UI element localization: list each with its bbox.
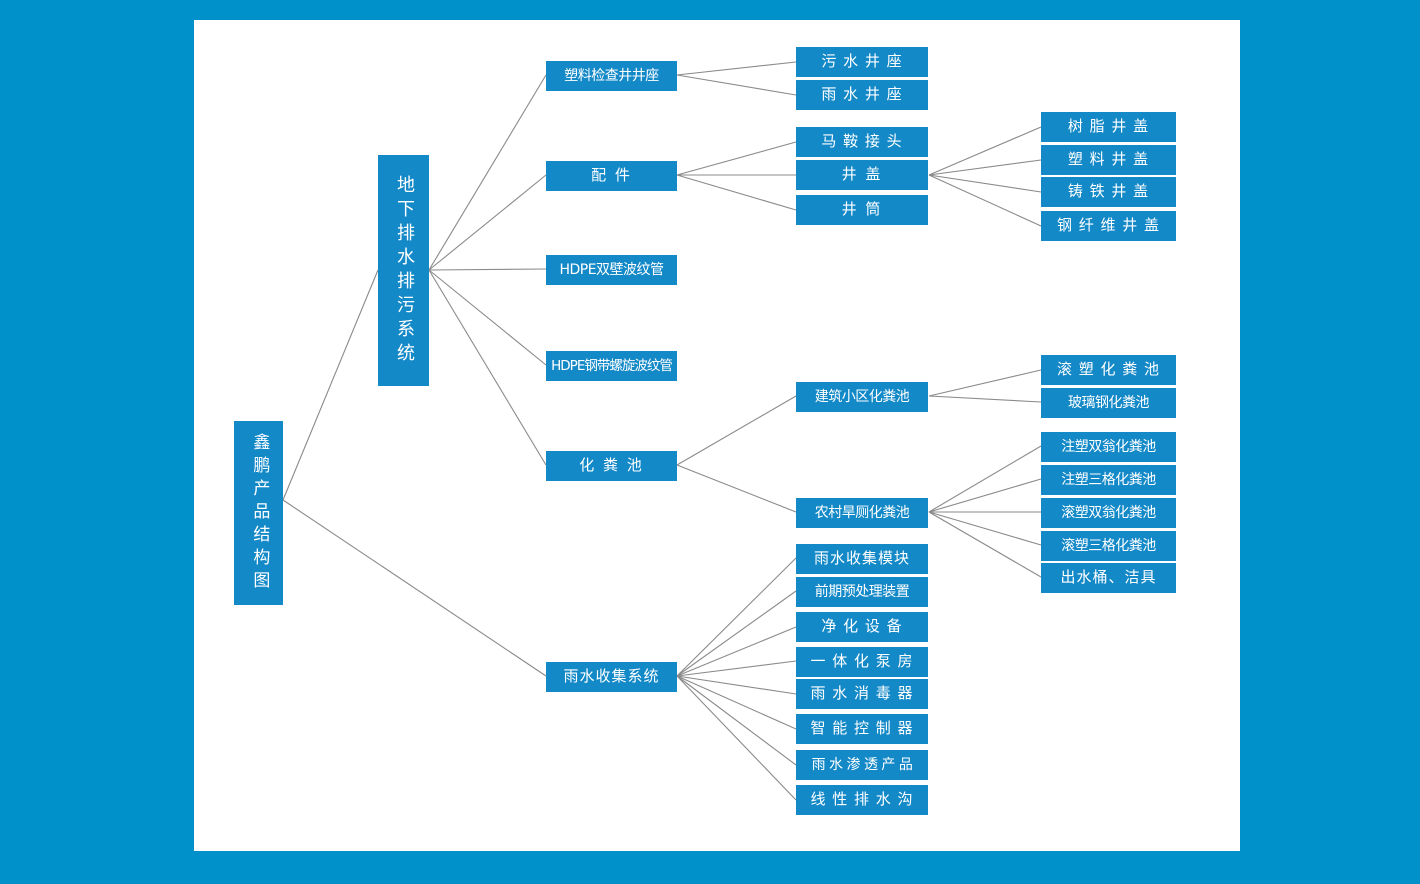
node-hdpe-double-wall-corrugated-pipe[interactable]: HDPE双壁波纹管 bbox=[546, 255, 677, 285]
node-resin-manhole-cover[interactable]: 树 脂 井 盖 bbox=[1041, 112, 1176, 142]
node-cast-iron-manhole-cover[interactable]: 铸 铁 井 盖 bbox=[1041, 177, 1176, 207]
node-rainwater-infiltration-product[interactable]: 雨 水 渗 透 产 品 bbox=[796, 750, 928, 780]
node-rotomolded-septic-tank[interactable]: 滚 塑 化 粪 池 bbox=[1041, 355, 1176, 385]
node-root[interactable]: 鑫鹏产品结构图 bbox=[234, 421, 283, 605]
node-underground-drainage-system[interactable]: 地下排水排污系统 bbox=[378, 155, 429, 386]
node-rainwater-well-base[interactable]: 雨 水 井 座 bbox=[796, 80, 928, 110]
node-fittings[interactable]: 配 件 bbox=[546, 161, 677, 191]
node-pretreatment-device[interactable]: 前期预处理装置 bbox=[796, 577, 928, 607]
node-outlet-bucket-and-sanitary-ware[interactable]: 出水桶、洁具 bbox=[1041, 563, 1176, 593]
node-rainwater-collection-system[interactable]: 雨水收集系统 bbox=[546, 662, 677, 692]
node-integrated-pump-house[interactable]: 一 体 化 泵 房 bbox=[796, 647, 928, 677]
node-saddle-joint[interactable]: 马 鞍 接 头 bbox=[796, 127, 928, 157]
node-well-barrel[interactable]: 井 筒 bbox=[796, 195, 928, 225]
node-purification-equipment[interactable]: 净 化 设 备 bbox=[796, 612, 928, 642]
node-rotomolded-three-grid-septic-tank[interactable]: 滚塑三格化粪池 bbox=[1041, 531, 1176, 561]
node-septic-tank[interactable]: 化 粪 池 bbox=[546, 451, 677, 481]
node-rotomolded-double-weng-septic-tank[interactable]: 滚塑双翁化粪池 bbox=[1041, 498, 1176, 528]
node-rainwater-collection-module[interactable]: 雨水收集模块 bbox=[796, 544, 928, 574]
node-plastic-manhole-cover[interactable]: 塑 料 井 盖 bbox=[1041, 145, 1176, 175]
node-frp-septic-tank[interactable]: 玻璃钢化粪池 bbox=[1041, 388, 1176, 418]
node-rainwater-sterilizer[interactable]: 雨 水 消 毒 器 bbox=[796, 679, 928, 709]
node-steel-fiber-manhole-cover[interactable]: 钢 纤 维 井 盖 bbox=[1041, 211, 1176, 241]
node-manhole-cover[interactable]: 井 盖 bbox=[796, 160, 928, 190]
node-residential-community-septic-tank[interactable]: 建筑小区化粪池 bbox=[796, 382, 928, 412]
node-injection-three-grid-septic-tank[interactable]: 注塑三格化粪池 bbox=[1041, 465, 1176, 495]
node-injection-double-weng-septic-tank[interactable]: 注塑双翁化粪池 bbox=[1041, 432, 1176, 462]
node-hdpe-steel-belt-spiral-pipe[interactable]: HDPE钢带螺旋波纹管 bbox=[546, 351, 677, 381]
node-sewage-well-base[interactable]: 污 水 井 座 bbox=[796, 47, 928, 77]
node-linear-drainage-ditch[interactable]: 线 性 排 水 沟 bbox=[796, 785, 928, 815]
node-smart-controller[interactable]: 智 能 控 制 器 bbox=[796, 714, 928, 744]
node-plastic-inspection-well-base[interactable]: 塑料检查井井座 bbox=[546, 61, 677, 91]
node-rural-toilet-septic-tank[interactable]: 农村旱厕化粪池 bbox=[796, 498, 928, 528]
